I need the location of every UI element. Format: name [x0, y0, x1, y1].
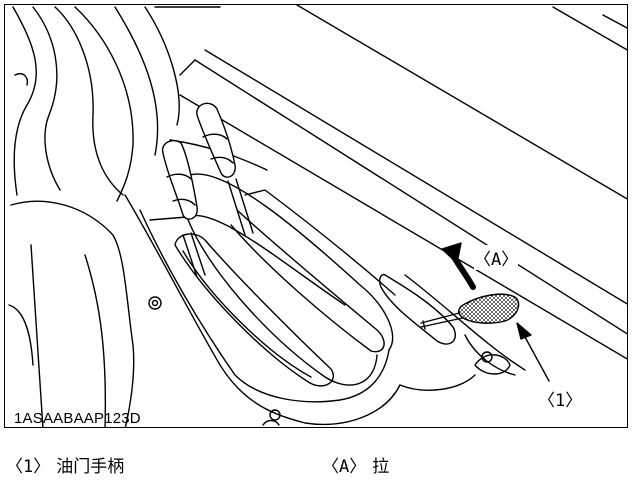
leader-arrow-1	[516, 322, 550, 382]
pull-direction-arrow	[441, 242, 476, 290]
legend-key: 〈A〉	[322, 457, 367, 477]
console-panel	[154, 5, 627, 360]
legend-item-pull: 〈A〉拉	[322, 452, 389, 477]
callout-label-a: 〈A〉	[474, 245, 519, 270]
seat-outline	[8, 6, 180, 427]
legend-text: 拉	[372, 457, 390, 477]
callout-label-1: 〈1〉	[538, 386, 583, 411]
legend-item-throttle: 〈1〉油门手柄	[6, 452, 124, 477]
illustration-frame: 1ASAABAAP123D	[4, 4, 628, 428]
console-body	[124, 173, 526, 426]
figure-code: 1ASAABAAP123D	[14, 410, 141, 427]
throttle-lever	[420, 293, 520, 330]
control-lever-right	[196, 102, 254, 236]
legend-key: 〈1〉	[6, 457, 51, 477]
control-lever-left	[161, 139, 206, 278]
console-drawing	[8, 5, 627, 427]
legend-text: 油门手柄	[56, 457, 125, 477]
